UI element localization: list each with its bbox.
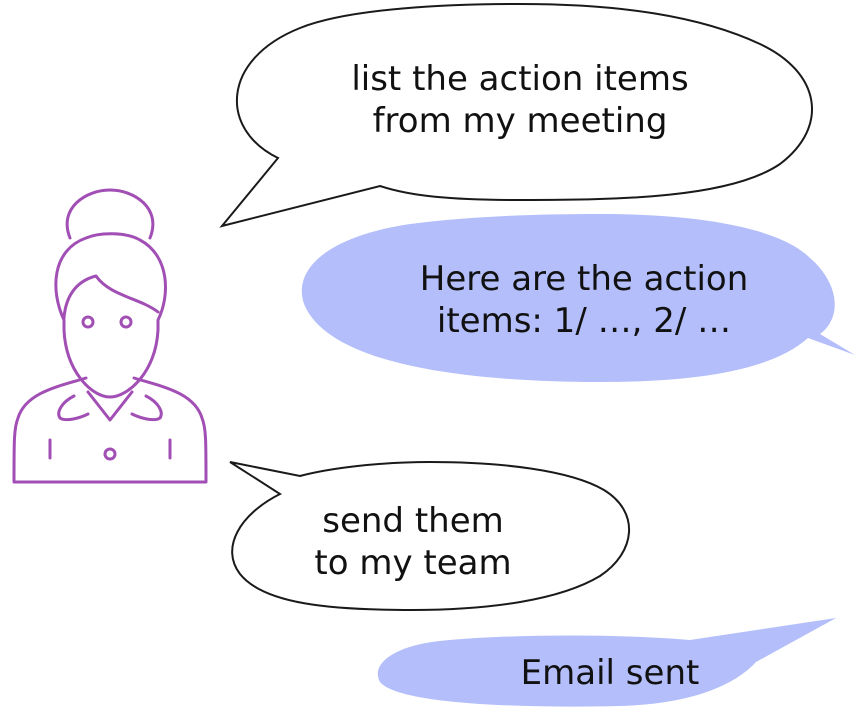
- message-line: from my meeting: [372, 101, 668, 141]
- user-bubble-1: [219, 2, 814, 228]
- assistant-bubble-2: [377, 618, 836, 707]
- assistant-message-2: Email sent: [460, 652, 760, 694]
- message-line: Here are the action: [419, 259, 749, 299]
- message-line: list the action items: [351, 59, 689, 99]
- user-message-1: list the action items from my meeting: [310, 58, 730, 142]
- assistant-message-1: Here are the action items: 1/ …, 2/ …: [374, 258, 794, 342]
- message-line: send them: [322, 501, 504, 541]
- message-line: Email sent: [520, 653, 700, 693]
- user-bubble-2: [229, 460, 630, 612]
- assistant-bubble-1: [301, 214, 856, 382]
- person-avatar-icon: [12, 188, 208, 484]
- message-line: to my team: [314, 543, 512, 583]
- message-line: items: 1/ …, 2/ …: [436, 301, 732, 341]
- user-message-2: send them to my team: [288, 500, 538, 584]
